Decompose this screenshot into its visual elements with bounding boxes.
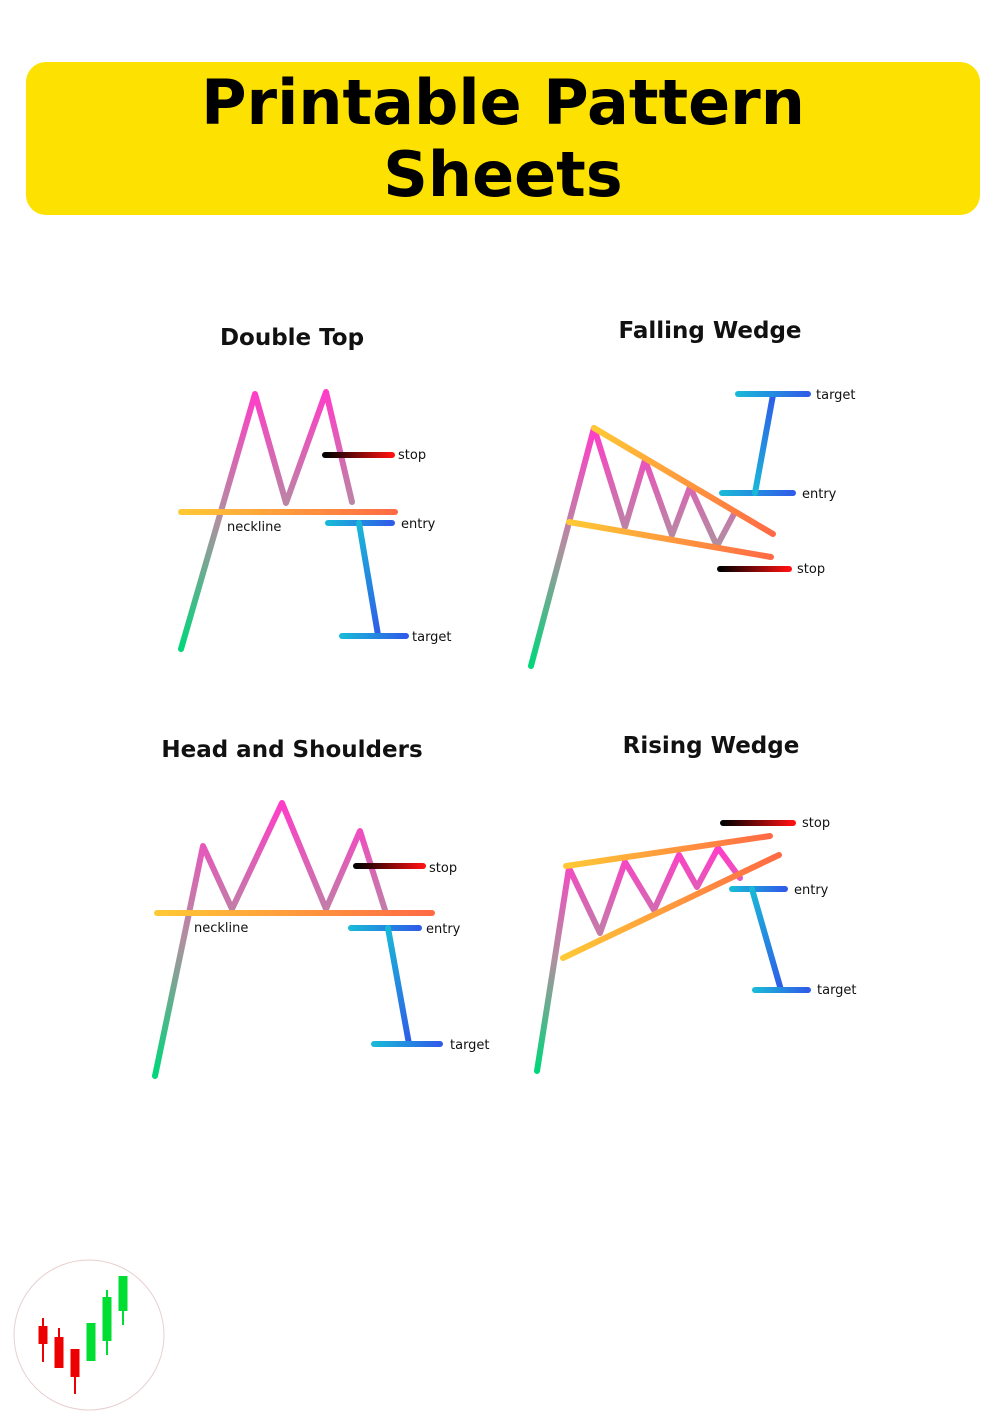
falling-wedge-title: Falling Wedge — [618, 318, 801, 344]
head-shoulders-stop-label: stop — [429, 861, 457, 876]
rising-wedge-lower-trendline — [560, 852, 782, 961]
double-top-title: Double Top — [220, 325, 364, 351]
falling-wedge-entry-label: entry — [802, 487, 837, 502]
rising-wedge-stop-label: stop — [802, 816, 830, 831]
title-line-2: Sheets — [383, 137, 623, 211]
bullish-candle — [102, 1297, 112, 1341]
falling-wedge-stop-label: stop — [797, 562, 825, 577]
double-top-target-label: target — [412, 630, 452, 645]
bullish-candle — [118, 1276, 128, 1311]
head-shoulders-neckline-label: neckline — [194, 921, 248, 936]
double-top-price-line — [178, 389, 355, 652]
double-top-neckline-label: neckline — [227, 520, 281, 535]
head-shoulders-entry-label: entry — [426, 922, 461, 937]
title-line-1: Printable Pattern — [201, 65, 805, 139]
head-shoulders-price-line — [152, 800, 388, 1079]
rising-wedge-title: Rising Wedge — [623, 733, 800, 759]
falling-wedge-upper-trendline — [591, 425, 776, 537]
falling-wedge-measured-move — [752, 392, 776, 496]
falling-wedge-lower-trendline — [566, 519, 774, 560]
rising-wedge-upper-trendline — [563, 833, 773, 869]
rising-wedge-measured-move — [749, 886, 784, 993]
rising-wedge-target-label: target — [817, 983, 857, 998]
head-shoulders-measured-move — [385, 925, 412, 1047]
candlestick-chart-icon — [13, 1259, 165, 1411]
double-top-measured-move — [356, 520, 381, 638]
bearish-candle — [70, 1349, 80, 1377]
head-shoulders-target-label: target — [450, 1038, 490, 1053]
double-top-entry-label: entry — [401, 517, 436, 532]
head-shoulders-title: Head and Shoulders — [161, 737, 422, 763]
rising-wedge-price-line — [534, 845, 743, 1074]
falling-wedge-price-line — [528, 425, 738, 669]
falling-wedge-target-label: target — [816, 388, 856, 403]
rising-wedge-entry-label: entry — [794, 883, 829, 898]
double-top-stop-label: stop — [398, 448, 426, 463]
bullish-candle — [86, 1323, 96, 1361]
bearish-candle — [54, 1337, 64, 1368]
bearish-candle — [38, 1326, 48, 1344]
